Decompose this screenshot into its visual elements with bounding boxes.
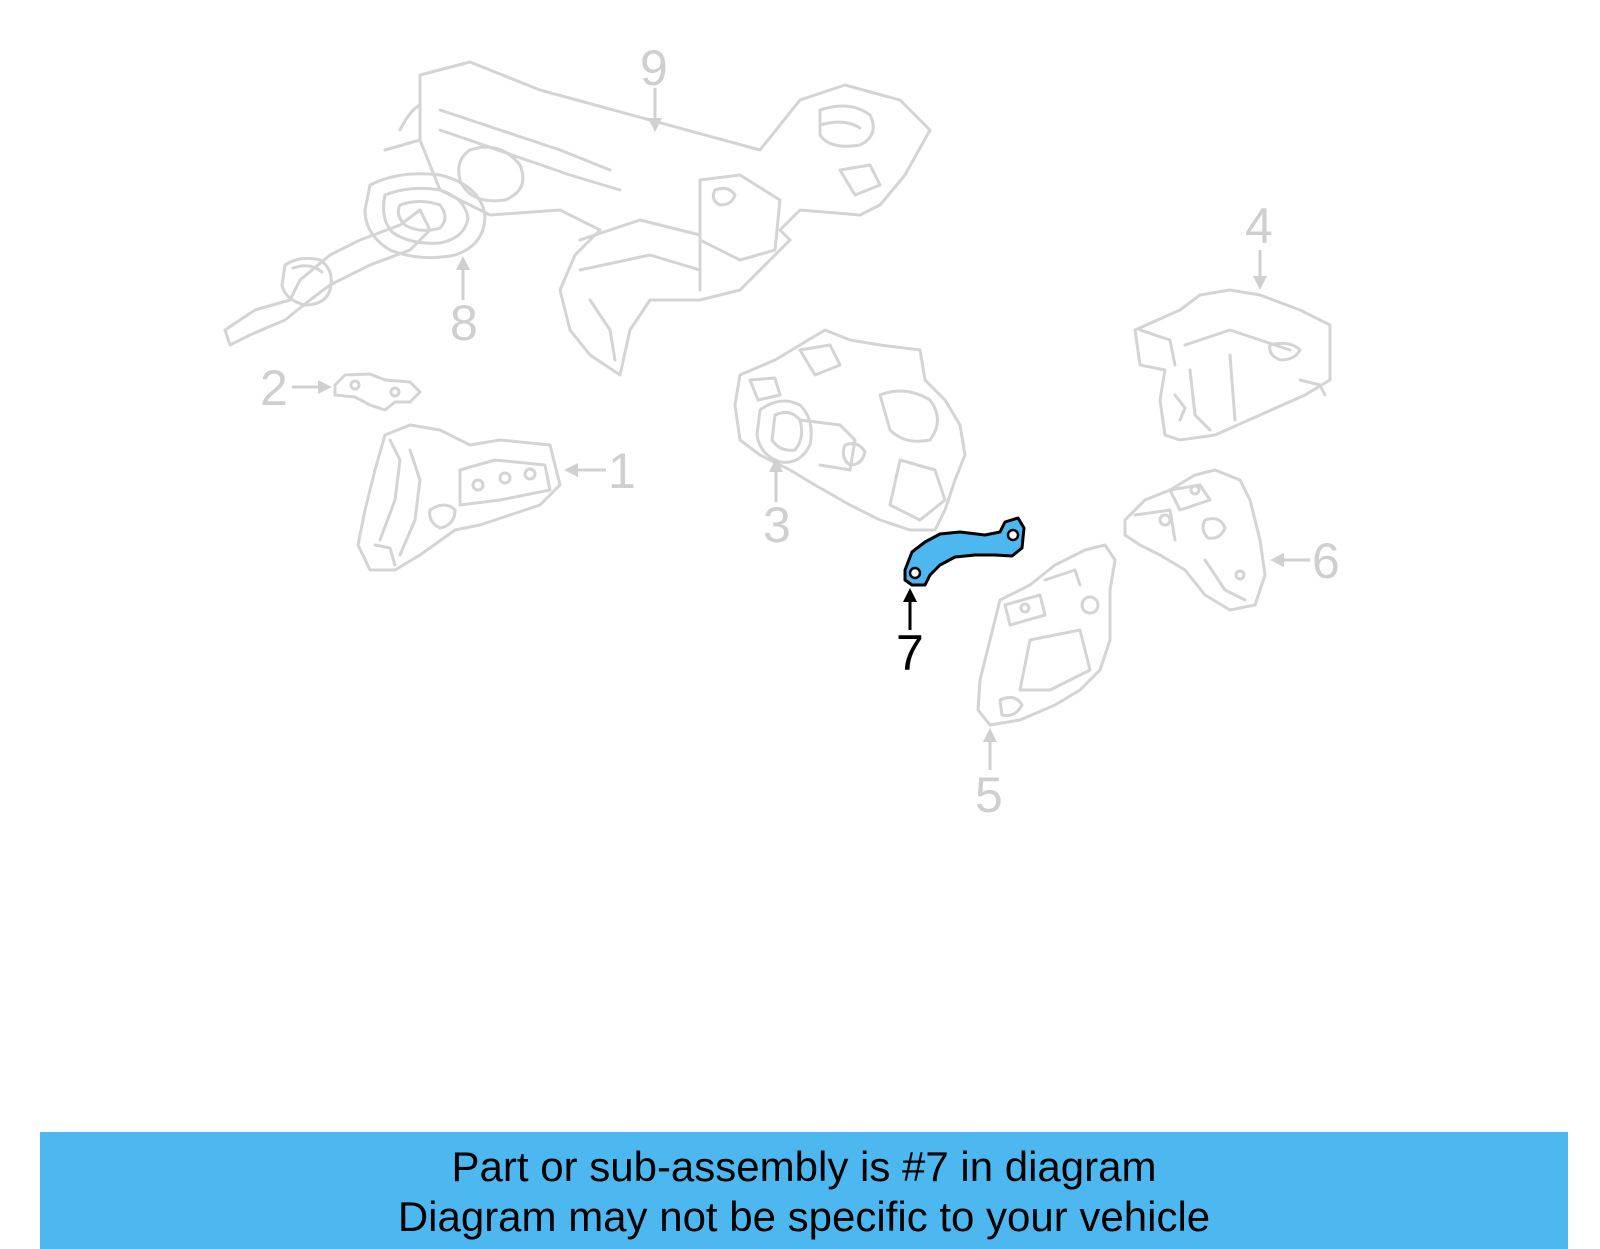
part-8-mount xyxy=(223,172,487,347)
banner-line-2: Diagram may not be specific to your vehi… xyxy=(397,1193,1211,1240)
part-7-bracket-highlighted xyxy=(903,516,1026,587)
part-9-subframe xyxy=(383,60,932,377)
part-4-trans-mount xyxy=(1133,288,1332,442)
callout-2: 2 xyxy=(260,360,288,416)
part-2-bracket xyxy=(333,372,422,412)
callout-4: 4 xyxy=(1245,198,1273,254)
callout-8: 8 xyxy=(450,295,478,351)
callout-5: 5 xyxy=(975,767,1003,823)
callout-1: 1 xyxy=(608,443,636,499)
callout-6: 6 xyxy=(1312,533,1340,589)
callout-arrows xyxy=(292,88,1310,770)
part-5-bracket xyxy=(976,543,1117,727)
banner-line-1: Part or sub-assembly is #7 in diagram xyxy=(451,1143,1157,1190)
part-3-engine-mount xyxy=(733,328,967,532)
callout-7: 7 xyxy=(896,625,924,681)
callout-3: 3 xyxy=(763,497,791,553)
part-6-bracket xyxy=(1123,468,1267,612)
info-banner: Part or sub-assembly is #7 in diagram Di… xyxy=(40,1132,1568,1249)
callout-9: 9 xyxy=(640,40,668,96)
part-1-mount xyxy=(356,423,562,572)
